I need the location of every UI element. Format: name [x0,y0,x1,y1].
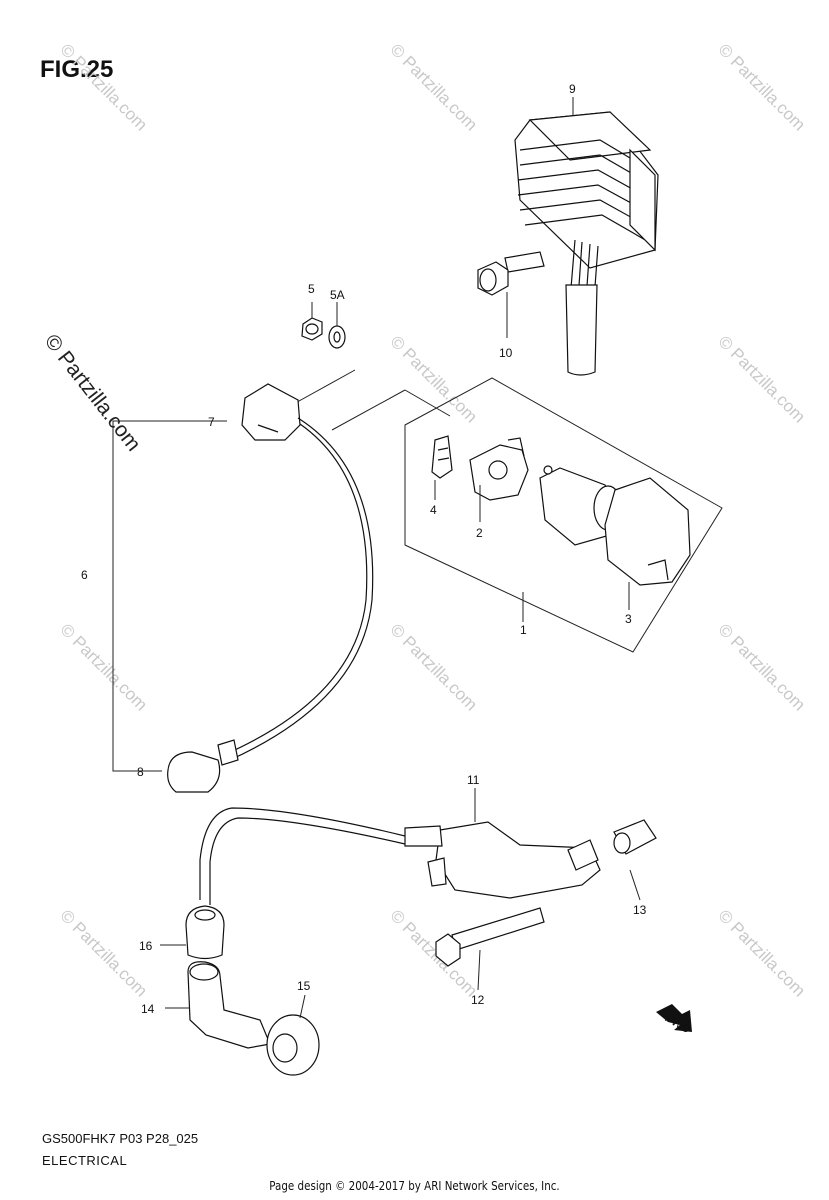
ignition-coil [199,807,601,905]
callout-5: 5 [308,282,315,296]
assembly-box-1 [404,377,723,653]
figure-title: FIG.25 [40,56,114,83]
spacer-13 [613,819,657,855]
switch-cap-3 [604,477,691,586]
model-code: GS500FHK7 P03 P28_025 [42,1131,199,1146]
callout-16: 16 [139,939,153,953]
nut-5 [301,317,323,341]
callout-3: 3 [625,612,632,626]
callout-15: 15 [297,979,311,993]
callout-12: 12 [471,993,485,1007]
callout-4: 4 [430,503,437,517]
plug-cap-14 [187,961,271,1049]
callout-1: 1 [520,623,527,637]
callout-8: 8 [137,765,144,779]
callout-5a: 5A [330,288,345,302]
callout-9: 9 [569,82,576,96]
callout-7: 7 [208,415,215,429]
callout-14: 14 [141,1002,155,1016]
bracket-6 [112,420,227,772]
callout-6: 6 [81,568,88,582]
callout-10: 10 [499,346,513,360]
washer-5a [328,325,346,349]
switch-part-4 [431,435,453,479]
grommet-16 [185,905,225,960]
section-label: ELECTRICAL [42,1153,128,1168]
bolt-12 [435,907,545,967]
regulator-rectifier [514,111,659,376]
switch-contact-2 [469,437,529,501]
fwd-arrow-icon: FWD [656,1004,693,1036]
page-footer: Page design © 2004-2017 by ARI Network S… [269,1179,560,1193]
seal-15 [266,1014,320,1076]
callout-2: 2 [476,526,483,540]
bolt-10 [477,251,545,296]
plug-lead-assembly [167,383,374,793]
callout-13: 13 [633,903,647,917]
callout-11: 11 [467,773,480,787]
